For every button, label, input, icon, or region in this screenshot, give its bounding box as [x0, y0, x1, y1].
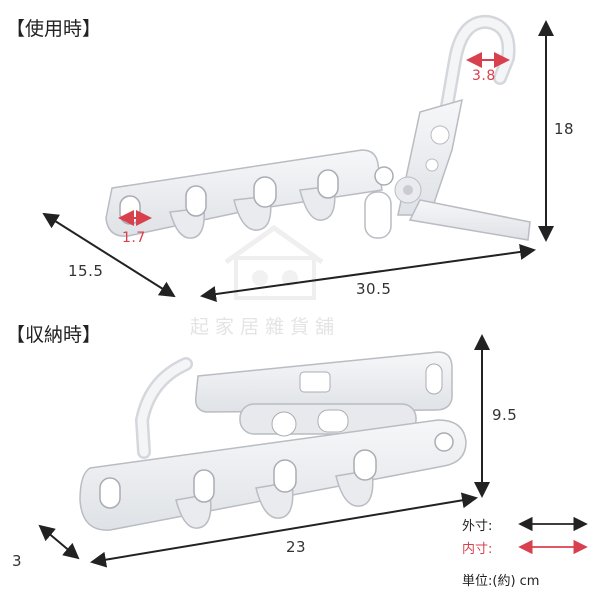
- stored-title: 【収納時】: [6, 324, 102, 346]
- in-use-depth-label: 15.5: [68, 262, 104, 280]
- bar-holes: [119, 166, 394, 225]
- hanger-in-use: [105, 14, 531, 241]
- in-use-width-label: 30.5: [356, 280, 392, 298]
- in-use-height-label: 18: [554, 120, 575, 138]
- stored-depth-arrow: [38, 524, 80, 560]
- stored-height-label: 9.5: [492, 406, 518, 424]
- hook-opening-label: 3.8: [472, 68, 496, 84]
- width-arrow: [200, 243, 536, 303]
- watermark-text: 起家居雜貨舖: [190, 316, 341, 338]
- stand-leg: [408, 199, 531, 241]
- hole-width-label: 1.7: [122, 230, 146, 246]
- in-use-title: 【使用時】: [6, 18, 102, 40]
- stored-width-arrow: [90, 492, 478, 568]
- watermark-logo: [224, 224, 324, 300]
- legend-outer-label: 外寸:: [462, 519, 493, 534]
- stored-width-label: 23: [286, 538, 307, 556]
- hanger-stored: [79, 351, 467, 531]
- stored-depth-label: 3: [12, 552, 23, 570]
- depth-arrow: [42, 212, 176, 298]
- legend-inner-label: 内寸:: [462, 542, 493, 557]
- unit-label: 単位:(約) cm: [462, 574, 540, 589]
